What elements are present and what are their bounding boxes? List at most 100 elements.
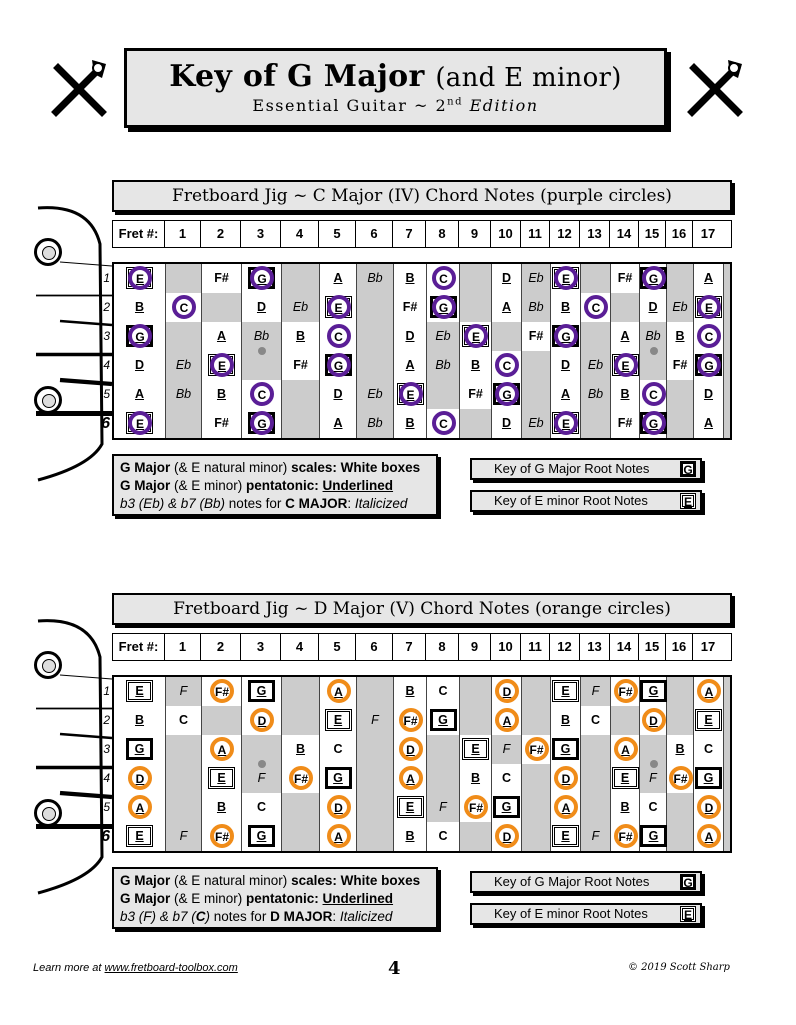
legend-italic: Italicized [339,909,393,924]
note-string6-fret4 [282,409,320,438]
note-string1-fret8: C [427,677,460,706]
note-string1-fret0: E [114,677,166,706]
chord-tone-circle: G [250,266,274,290]
chord-tone-circle: D [495,679,519,703]
note-label: F [439,800,447,814]
chord-tone-circle: F# [210,679,234,703]
page-number: 4 [388,958,401,979]
chord-tone-circle: C [250,382,274,406]
note-string3-fret13 [581,735,611,764]
fretboard-d-major: 1EFF#F#GAABCDDEFF#F#GAA2BCDDEFF#F#GAABCD… [101,675,732,853]
note-label: D [134,358,145,372]
legend-mid-2: (& E minor) [170,478,247,493]
note-string1-fret15: G [640,677,667,706]
note-string3-fret10: F [492,735,522,764]
note-string1-fret6: Bb [357,264,394,293]
note-string6-fret13 [581,409,611,438]
note-label: F [179,829,188,843]
root-key-label: Key of G Major Root Notes [494,874,650,889]
note-label: B [675,329,685,343]
fret-number-3: 3 [241,634,281,660]
fret-number-10: 10 [491,221,521,247]
note-string3-fret8 [427,735,460,764]
note-label: B [405,416,415,430]
fret-marker-dot [258,759,266,768]
note-label: F# [468,387,483,401]
note-string6-fret14: F# [611,409,640,438]
fret-number-2: 2 [201,634,241,660]
note-string2-fret0: B [114,706,166,735]
string-number-5: 5 [103,800,110,814]
root-key-label: Key of E minor Root Notes [494,493,648,508]
note-string4-fret13: Eb [581,351,611,380]
fret-number-9: 9 [459,634,491,660]
footer-link[interactable]: www.fretboard-toolbox.com [104,962,238,974]
chord-tone-circle: A [326,824,351,848]
chord-tone-circle: C [495,353,519,377]
fret-number-5: 5 [319,634,356,660]
note-string6-fret10: D [492,409,522,438]
note-label: Eb [175,358,192,372]
note-label: A [333,271,343,285]
fret-number-16: 16 [666,221,693,247]
note-string5-fret10: G [492,793,522,822]
legend-desc-2: pentatonic: [246,478,323,493]
note-string1-fret3: G [242,677,282,706]
note-label: Eb [672,300,688,314]
legend-key-1: G Major [120,873,171,888]
note-string4-fret0: D [114,351,166,380]
chord-tone-circle: D [250,708,274,732]
note-label: F# [402,300,418,314]
chord-tone-circle: F# [613,679,638,703]
chord-tone-circle: D [495,824,519,848]
note-string3-fret7: D [394,322,427,351]
note-string6-fret17: A [694,409,724,438]
note-string1-fret16 [667,677,694,706]
note-string2-fret8: G [427,706,460,735]
note-label: F [179,684,188,698]
title-box: Key of G Major (and E minor) Essential G… [124,48,667,128]
string-number-2: 2 [103,713,110,727]
note-label: B [295,742,306,756]
note-string3-fret16: B [667,322,694,351]
note-string2-fret12: B [551,706,581,735]
note-string2-fret2 [202,293,242,322]
note-string3-fret14: A [611,322,640,351]
note-label: A [134,387,145,401]
note-label: G [126,738,153,760]
fret-number-4: 4 [281,634,319,660]
chord-tone-circle: C [326,324,351,348]
note-label: G [640,680,667,702]
note-label: B [295,329,306,343]
note-string5-fret1 [166,793,202,822]
note-label: D [501,271,512,285]
note-string6-fret15: G [640,822,667,851]
note-label: F [371,713,379,727]
note-label: Eb [528,271,544,285]
note-label: Bb [367,271,383,285]
chord-tone-circle: E [398,382,423,406]
fret-number-label: Fret #: [113,634,165,660]
chord-tone-circle: G [431,295,456,319]
fret-number-14: 14 [610,634,639,660]
note-string2-fret3: D [242,293,282,322]
note-string6-fret8: C [427,822,460,851]
note-label: D [333,387,343,401]
note-string6-fret16 [667,822,694,851]
page-subtitle: Essential Guitar ~ 2nd Edition [127,96,664,115]
note-label: B [470,358,481,372]
footer-prefix: Learn more at [33,962,105,974]
note-string5-fret13: Bb [581,380,611,409]
note-label: G [552,738,579,760]
string-row-4: 4DDEFF#F#GAABCDDEFF#F#G [103,764,730,793]
chord-tone-circle: D [697,795,721,819]
string-row-5: 5ABbBCCDEbEEF#GGABbBCCD [103,380,730,409]
note-string3-fret0: G [114,735,166,764]
string-row-1: 1EEF#GGABbBCCDEbEEF#GGA [103,264,730,293]
chord-tone-circle: F# [210,824,234,848]
note-string6-fret6: Bb [357,409,394,438]
note-label: C [648,800,658,814]
